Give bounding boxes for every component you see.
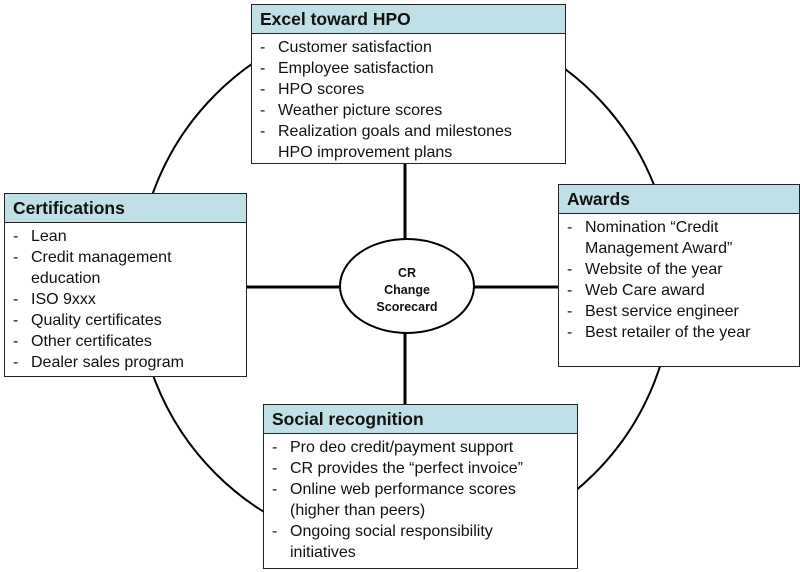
center-label: CR Change Scorecard xyxy=(338,240,476,340)
list-item: -ISO 9xxx xyxy=(13,291,96,308)
box-title: Social recognition xyxy=(264,405,577,434)
list-item: -Website of the year xyxy=(567,261,723,278)
list-item: -Dealer sales program xyxy=(13,354,184,371)
list-item: -Online web performance scores(higher th… xyxy=(272,481,516,519)
box-excel-toward-hpo: Excel toward HPO -Customer satisfaction … xyxy=(251,4,566,164)
box-title: Awards xyxy=(559,185,799,214)
list-item-continuation: HPO improvement plans xyxy=(278,144,453,161)
list-item: -HPO scores xyxy=(260,81,365,98)
item-list: -Pro deo credit/payment support -CR prov… xyxy=(264,434,577,563)
list-item: -Best retailer of the year xyxy=(567,324,751,341)
list-item: -Employee satisfaction xyxy=(260,60,434,77)
list-item: -Lean xyxy=(13,228,67,245)
list-item: -Customer satisfaction xyxy=(260,39,432,56)
list-item: -Best service engineer xyxy=(567,303,739,320)
center-ellipse xyxy=(339,238,475,334)
list-item: -Pro deo credit/payment support xyxy=(272,439,514,456)
list-item: -Weather picture scores xyxy=(260,102,443,119)
center-line-2: Change xyxy=(384,282,430,297)
item-list: -Customer satisfaction -Employee satisfa… xyxy=(252,34,565,163)
box-title: Certifications xyxy=(5,194,246,223)
list-item: -Other certificates xyxy=(13,333,152,350)
center-line-1: CR xyxy=(397,265,417,280)
list-item: -Quality certificates xyxy=(13,312,162,329)
list-item: -Web Care award xyxy=(567,282,705,299)
box-title: Excel toward HPO xyxy=(252,5,565,34)
list-item: -CR provides the “perfect invoice” xyxy=(272,460,523,477)
box-social-recognition: Social recognition -Pro deo credit/payme… xyxy=(263,404,578,569)
center-line-3: Scorecard xyxy=(376,299,438,314)
list-item: -Realization goals and milestones HPO im… xyxy=(260,121,559,163)
